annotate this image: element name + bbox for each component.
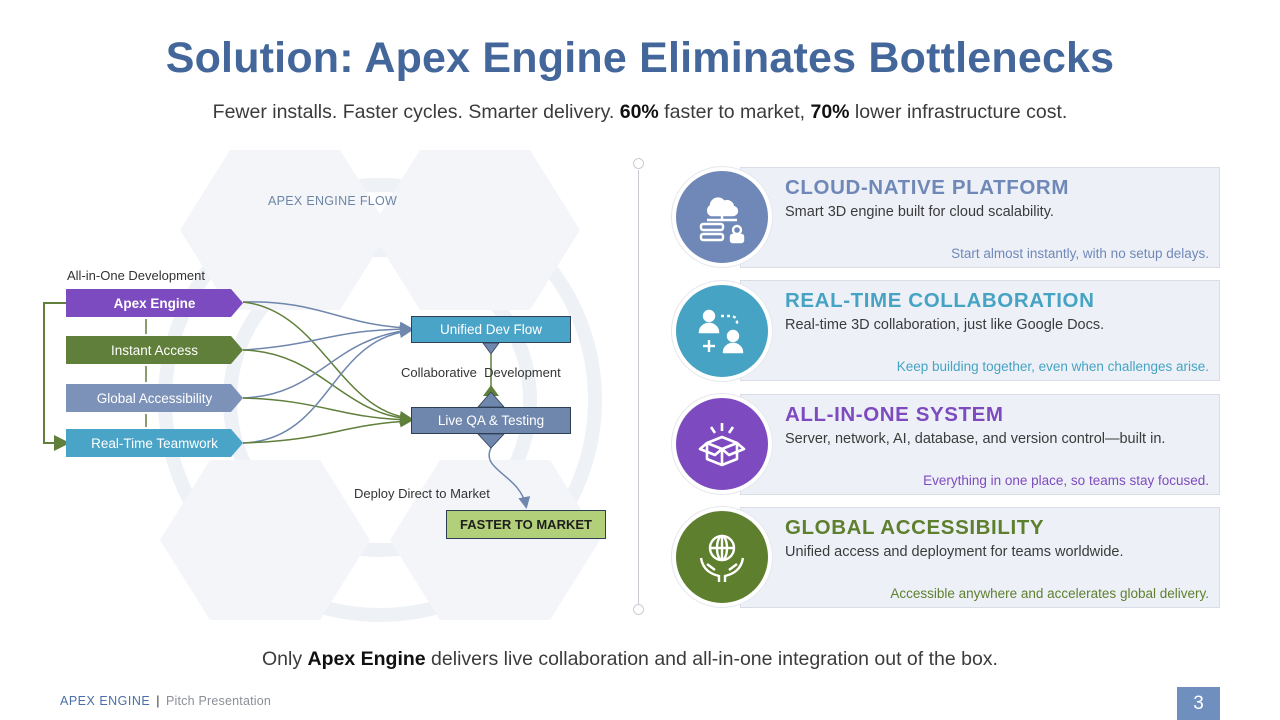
flow-source-real-time-teamwork: Real-Time Teamwork (66, 429, 243, 457)
card-title: CLOUD-NATIVE PLATFORM (785, 176, 1070, 199)
card-description: Server, network, AI, database, and versi… (785, 431, 1166, 447)
globe-hands-icon (672, 507, 772, 607)
card-title: ALL-IN-ONE SYSTEM (785, 403, 1004, 426)
feature-card-collab: REAL-TIME COLLABORATION Real-time 3D col… (740, 280, 1220, 381)
flow-source-instant-access: Instant Access (66, 336, 243, 364)
background-watermark (158, 150, 602, 622)
flow-live-qa-testing: Live QA & Testing (411, 407, 571, 434)
group-label: All-in-One Development (67, 268, 206, 283)
flow-source-apex-engine: Apex Engine (66, 289, 243, 317)
card-description: Real-time 3D collaboration, just like Go… (785, 317, 1105, 333)
page-subtitle: Fewer installs. Faster cycles. Smarter d… (212, 101, 1068, 123)
team-collaboration-icon (672, 281, 772, 381)
flow-heading: APEX ENGINE FLOW (268, 194, 398, 208)
card-description: Smart 3D engine built for cloud scalabil… (785, 204, 1054, 220)
card-note: Everything in one place, so teams stay f… (923, 473, 1209, 488)
card-description: Unified access and deployment for teams … (785, 544, 1124, 560)
card-note: Accessible anywhere and accelerates glob… (890, 586, 1209, 601)
vertical-divider (638, 170, 639, 604)
flow-source-global-accessibility: Global Accessibility (66, 384, 243, 412)
divider-dot-bottom (633, 604, 644, 615)
closing-statement: Only Apex Engine delivers live collabora… (262, 648, 998, 670)
brand-subtitle: Pitch Presentation (166, 694, 272, 708)
flow-collab-label: Collaborative Development (401, 365, 561, 380)
brand-logo-text: APEX ENGINE (60, 694, 151, 708)
card-note: Start almost instantly, with no setup de… (951, 246, 1209, 261)
feature-card-cloud: CLOUD-NATIVE PLATFORM Smart 3D engine bu… (740, 167, 1220, 268)
flow-deploy-label: Deploy Direct to Market (354, 486, 490, 501)
flow-faster-to-market: FASTER TO MARKET (446, 510, 606, 539)
card-title: GLOBAL ACCESSIBILITY (785, 516, 1045, 539)
open-box-icon (672, 394, 772, 494)
feature-card-all-in-one: ALL-IN-ONE SYSTEM Server, network, AI, d… (740, 394, 1220, 495)
feature-card-global: GLOBAL ACCESSIBILITY Unified access and … (740, 507, 1220, 608)
card-title: REAL-TIME COLLABORATION (785, 289, 1095, 312)
flow-unified-dev-flow: Unified Dev Flow (411, 316, 571, 343)
page-number: 3 (1177, 687, 1220, 720)
page-title: Solution: Apex Engine Eliminates Bottlen… (165, 34, 1115, 82)
divider-dot-top (633, 158, 644, 169)
cloud-server-icon (672, 167, 772, 267)
brand-footer: APEX ENGINE|Pitch Presentation (60, 694, 272, 708)
card-note: Keep building together, even when challe… (896, 359, 1209, 374)
